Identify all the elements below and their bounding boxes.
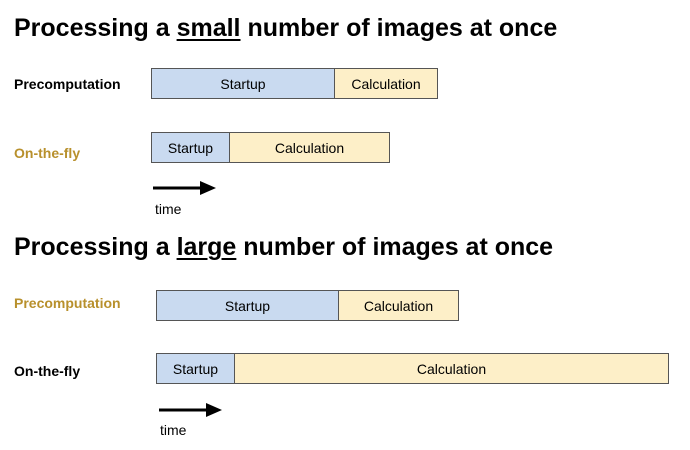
time-axis-label: time bbox=[160, 422, 187, 438]
calculation-segment: Calculation bbox=[234, 353, 669, 384]
time-axis-label: time bbox=[155, 201, 182, 217]
heading-text: number of images at once bbox=[240, 14, 558, 42]
row-label-precomputation: Precomputation bbox=[14, 295, 121, 311]
startup-segment: Startup bbox=[156, 290, 339, 321]
startup-segment: Startup bbox=[156, 353, 235, 384]
row-label-on-the-fly: On-the-fly bbox=[14, 363, 81, 379]
time-arrow-icon bbox=[153, 181, 216, 195]
calculation-segment: Calculation bbox=[229, 132, 390, 163]
heading-emphasis: small bbox=[176, 14, 241, 42]
startup-segment: Startup bbox=[151, 132, 230, 163]
calculation-segment: Calculation bbox=[338, 290, 459, 321]
heading-text: Processing a bbox=[14, 14, 177, 42]
startup-segment: Startup bbox=[151, 68, 335, 99]
heading-emphasis: large bbox=[176, 233, 237, 261]
heading-text: number of images at once bbox=[236, 233, 554, 261]
heading-text: Processing a bbox=[14, 233, 177, 261]
time-arrow-icon bbox=[159, 403, 222, 417]
row-label-precomputation: Precomputation bbox=[14, 76, 121, 92]
calculation-segment: Calculation bbox=[334, 68, 438, 99]
section-small-heading: Processing a small number of images at o… bbox=[14, 13, 557, 43]
section-large-heading: Processing a large number of images at o… bbox=[14, 232, 553, 262]
row-label-on-the-fly: On-the-fly bbox=[14, 145, 81, 161]
